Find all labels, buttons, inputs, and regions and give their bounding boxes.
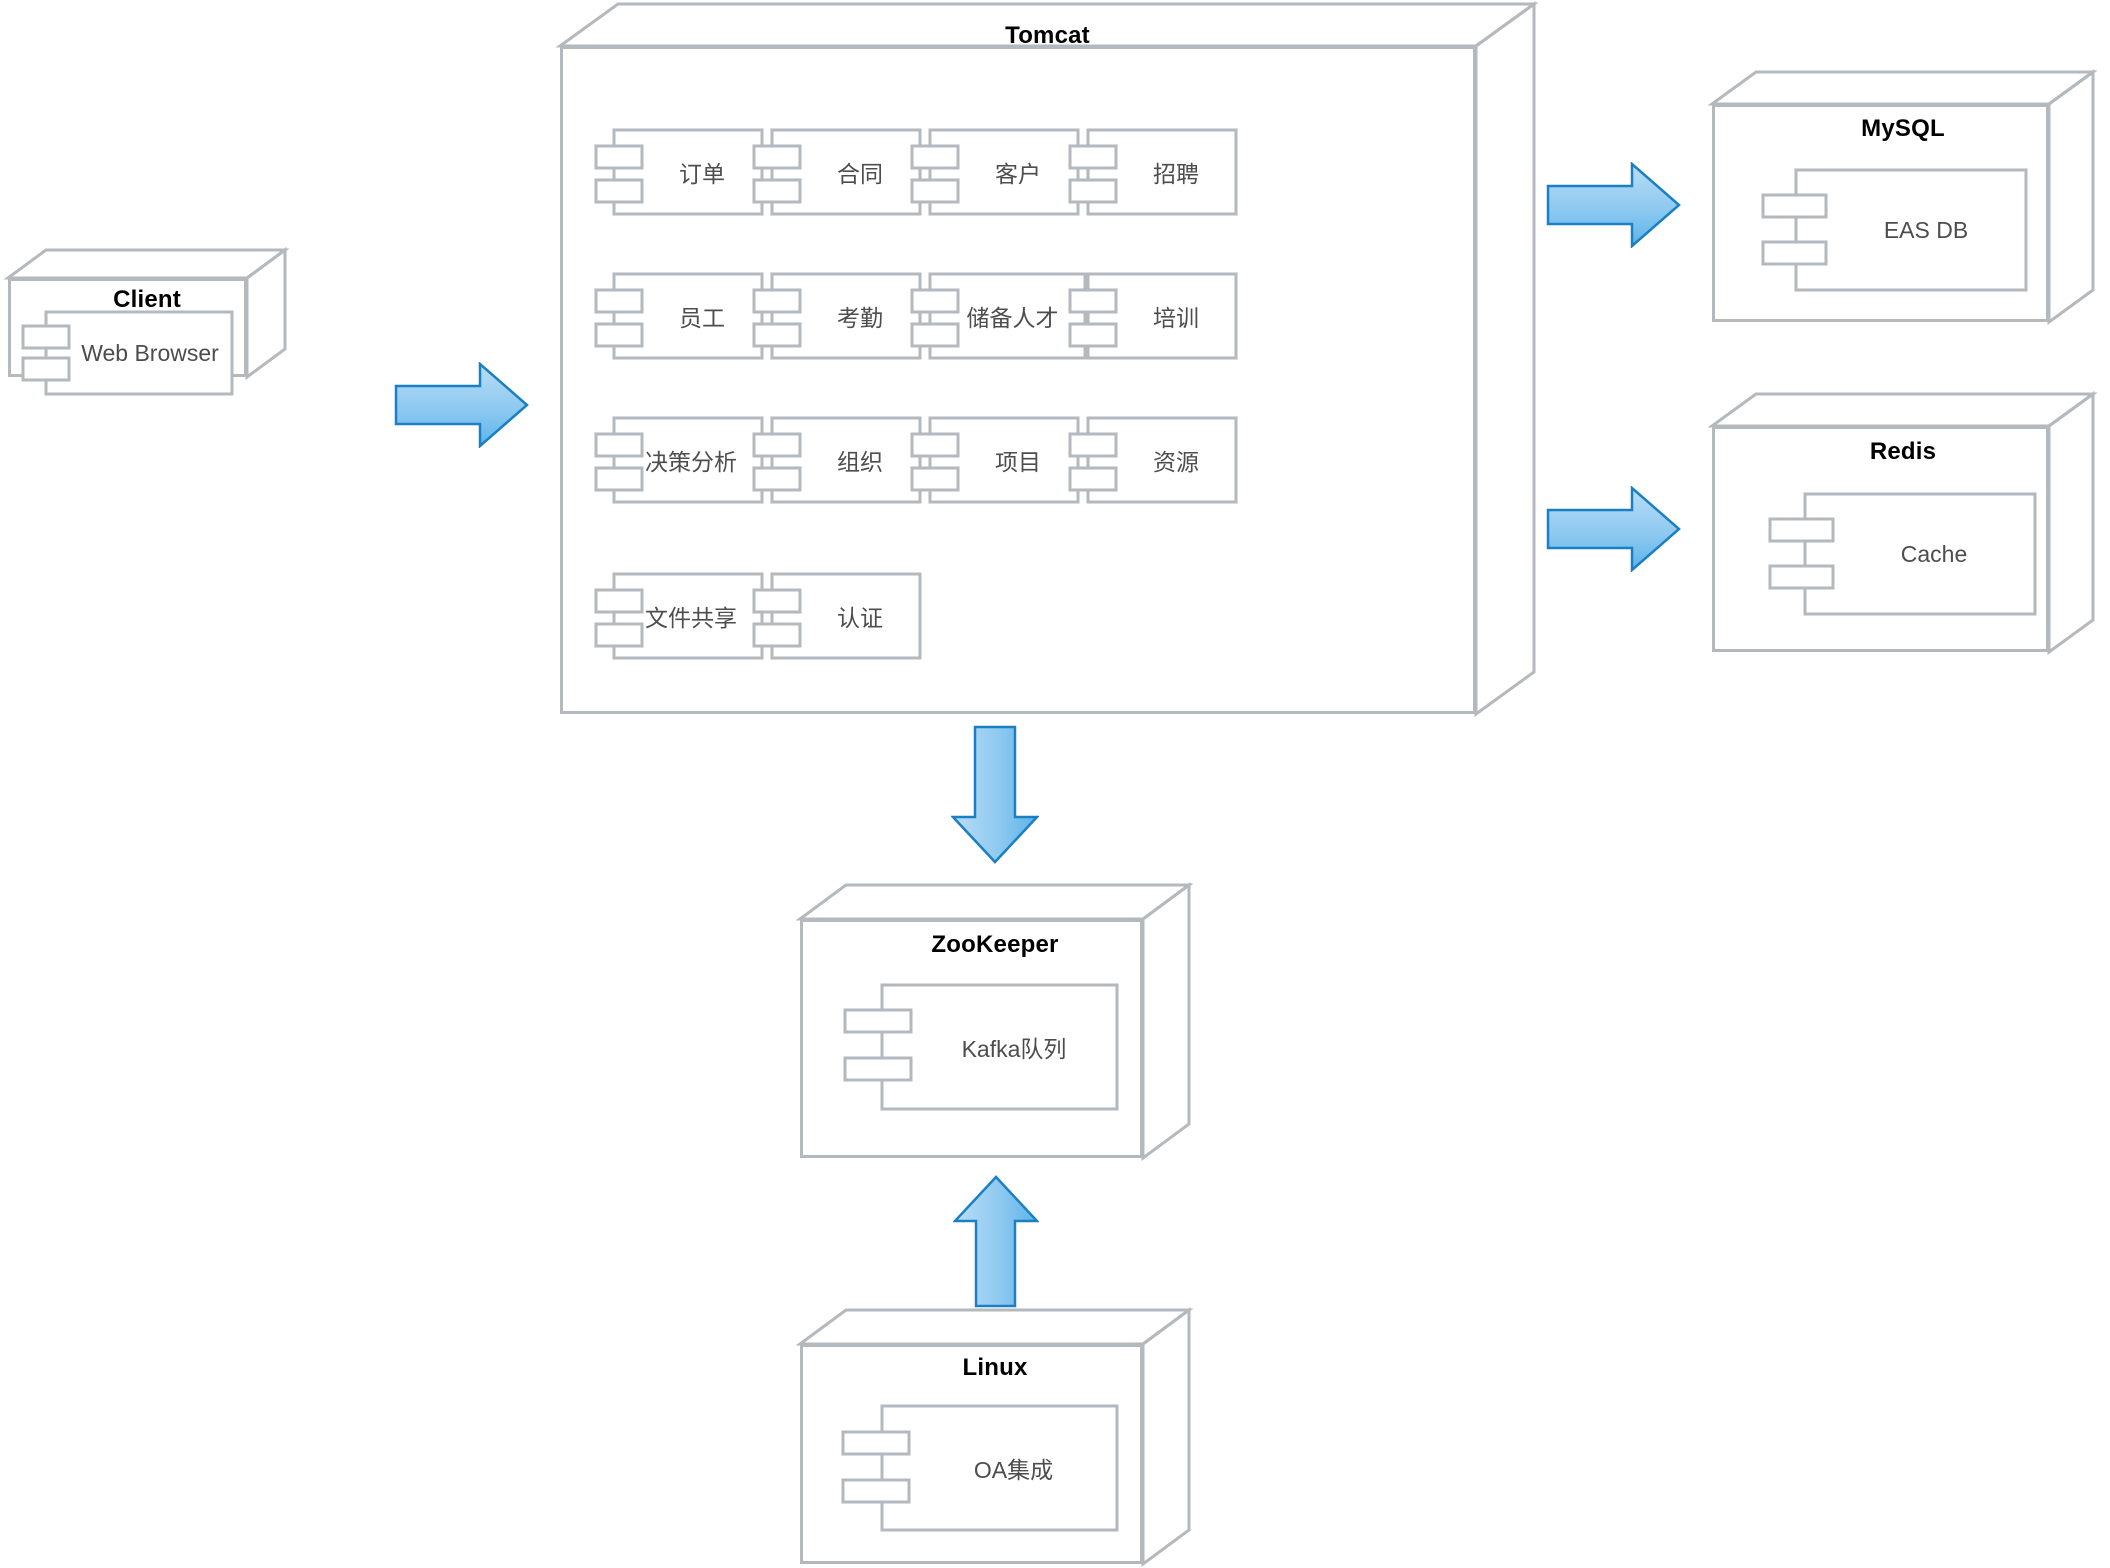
node-mysql[interactable]: MySQL EAS DB	[1707, 69, 2098, 325]
arrow-client-to-tomcat	[394, 362, 530, 448]
node-client[interactable]: Client Web Browser	[3, 247, 290, 396]
node-zookeeper[interactable]: ZooKeeper Kafka队列	[795, 882, 1194, 1161]
node-redis[interactable]: Redis Cache	[1707, 391, 2098, 655]
node-tomcat[interactable]: Tomcat 订单 合同 客户	[555, 1, 1539, 717]
arrow-tomcat-to-zookeeper	[951, 725, 1039, 865]
node-linux[interactable]: Linux OA集成	[795, 1307, 1194, 1567]
arrow-linux-to-zookeeper	[953, 1175, 1039, 1309]
arrow-tomcat-to-mysql	[1546, 162, 1682, 248]
arrow-tomcat-to-redis	[1546, 486, 1682, 572]
